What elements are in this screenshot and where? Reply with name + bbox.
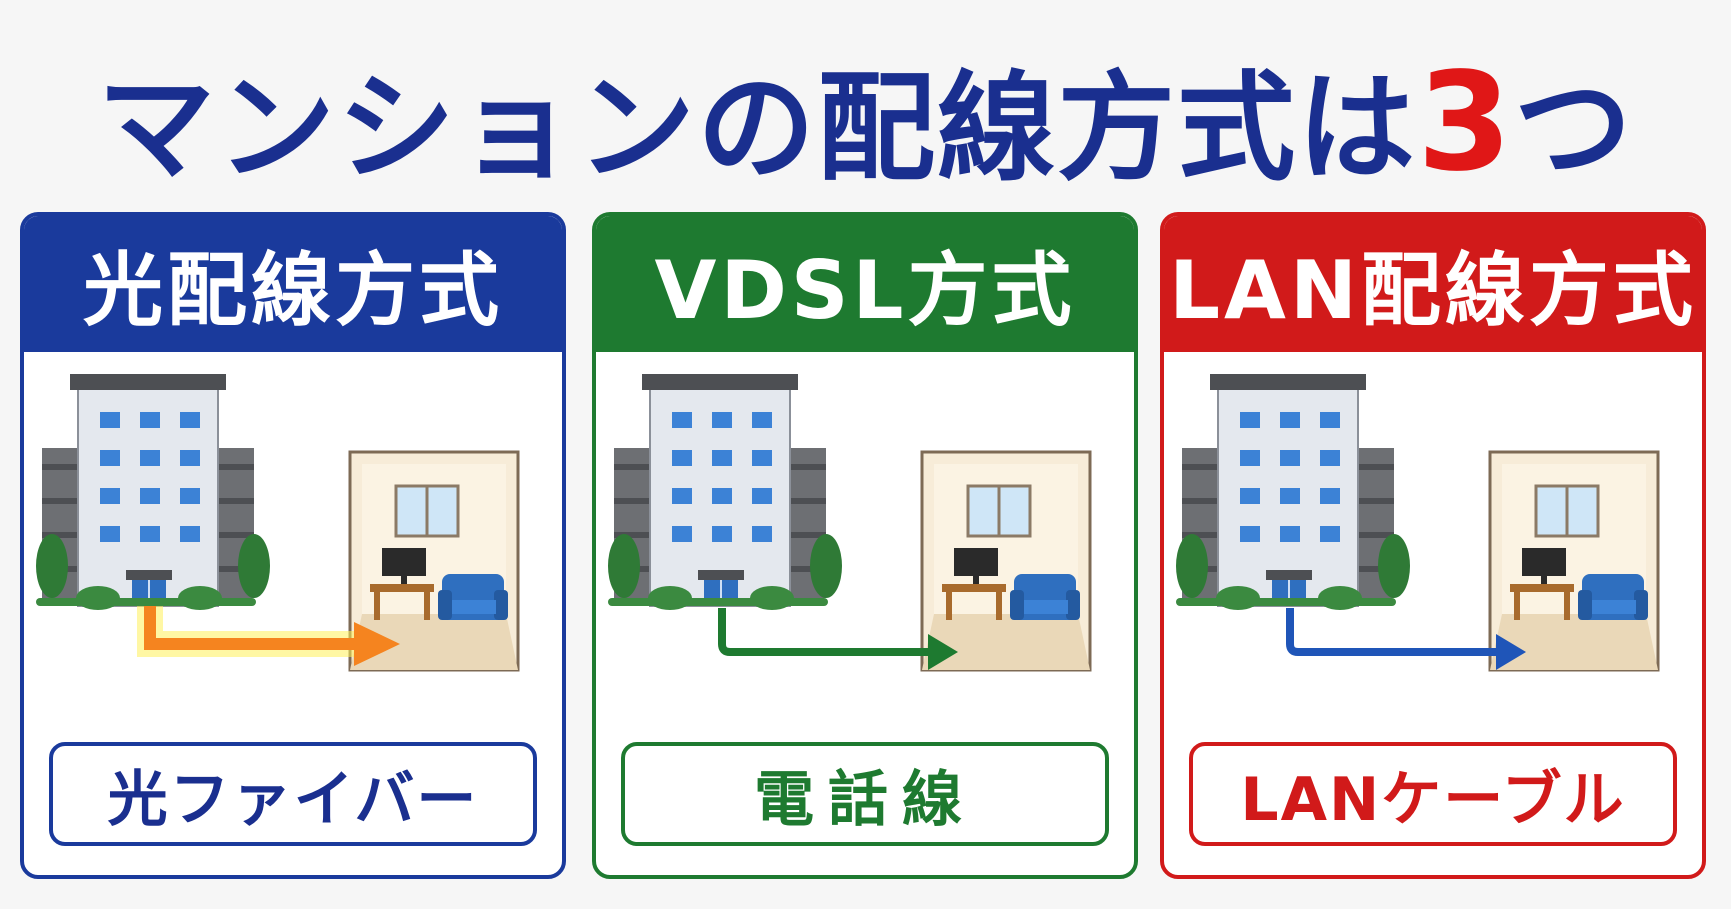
tree-icon [608,534,842,610]
room-icon [1488,450,1660,672]
panel-optical: 光配線方式 光ファイバー [20,212,566,879]
sofa-icon [1010,574,1080,620]
building-icon [42,374,254,607]
wiring-scene [1176,374,1660,672]
title-suffix: つ [1513,59,1634,197]
building-icon [1182,374,1394,607]
sofa-icon [1578,574,1648,620]
panel-heading: 光配線方式 [24,216,562,352]
cable-label: 電話線 [621,742,1109,846]
tv-icon [1510,548,1574,620]
panel-heading: VDSL方式 [596,216,1134,352]
arrow-icon [718,608,932,656]
title-text: マンションの配線方式は [97,59,1418,197]
panel-vdsl: VDSL方式 電話線 [592,212,1138,879]
wiring-scene [608,374,1092,672]
building-icon [614,374,826,607]
title-number: 3 [1417,44,1514,202]
page-title: マンションの配線方式は3つ [0,42,1731,205]
arrow-icon [1286,608,1500,656]
sofa-icon [438,574,508,620]
tv-icon [942,548,1006,620]
cable-label: 光ファイバー [49,742,537,846]
wiring-scene [36,374,520,672]
cable-label: LANケーブル [1189,742,1677,846]
room-icon [920,450,1092,672]
tree-icon [36,534,270,610]
panel-heading: LAN配線方式 [1164,216,1702,352]
tree-icon [1176,534,1410,610]
tv-icon [370,548,434,620]
panel-lan: LAN配線方式 LANケーブル [1160,212,1706,879]
